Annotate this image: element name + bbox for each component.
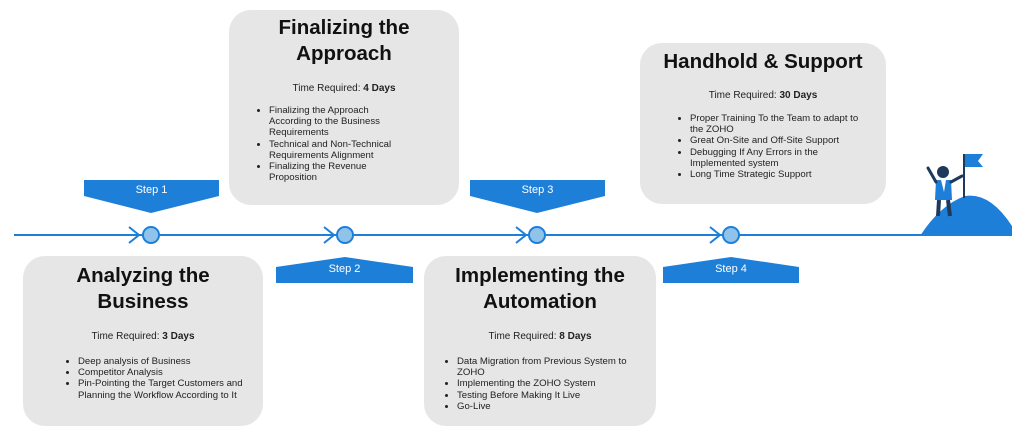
step-1-banner: Step 1 <box>84 183 219 199</box>
list-item: Testing Before Making It Live <box>437 390 656 401</box>
timeline-node-4 <box>722 226 740 244</box>
list-item: Competitor Analysis <box>58 367 263 378</box>
success-figure-icon <box>920 154 1012 236</box>
list-item: Great On-Site and Off-Site Support <box>670 135 886 146</box>
phase-card-4: Handhold & Support Time Required: 30 Day… <box>640 43 886 204</box>
step-4-banner-shape <box>663 257 799 283</box>
phase-1-list: Deep analysis of Business Competitor Ana… <box>23 356 263 401</box>
phase-card-1: Analyzing the Business Time Required: 3 … <box>23 256 263 426</box>
step-2-label: Step 2 <box>328 263 361 275</box>
chevron-right-icon <box>709 226 722 244</box>
timeline-node-1 <box>142 226 160 244</box>
list-item: Long Time Strategic Support <box>670 169 886 180</box>
step-1-label: Step 1 <box>135 184 168 196</box>
chevron-right-icon <box>515 226 528 244</box>
list-item: Implementing the ZOHO System <box>437 378 656 389</box>
chevron-right-icon <box>323 226 336 244</box>
list-item: Go-Live <box>437 401 656 412</box>
step-4-banner: Step 4 <box>663 262 799 278</box>
step-2-banner: Step 2 <box>276 262 413 278</box>
phase-2-title: Finalizing the Approach <box>278 16 410 65</box>
phase-card-3: Implementing the Automation Time Require… <box>424 256 656 426</box>
phase-3-title: Implementing the Automation <box>455 264 625 313</box>
phase-1-title: Analyzing the Business <box>76 264 210 313</box>
step-3-label: Step 3 <box>521 184 554 196</box>
phase-3-time: Time Required: 8 Days <box>488 331 592 342</box>
step-2-banner-shape <box>276 257 413 283</box>
step-4-label: Step 4 <box>715 263 747 275</box>
step-3-banner: Step 3 <box>470 183 605 199</box>
list-item: Deep analysis of Business <box>58 356 263 367</box>
phase-card-2: Finalizing the Approach Time Required: 4… <box>229 10 459 205</box>
phase-2-time: Time Required: 4 Days <box>292 83 396 94</box>
timeline-node-3 <box>528 226 546 244</box>
chevron-right-icon <box>128 226 141 244</box>
step-3-banner-shape <box>470 180 605 213</box>
phase-4-time: Time Required: 30 Days <box>708 90 818 101</box>
phase-1-time: Time Required: 3 Days <box>91 331 195 342</box>
phase-4-title: Handhold & Support <box>663 50 863 73</box>
timeline-node-2 <box>336 226 354 244</box>
step-1-banner-shape <box>84 180 219 213</box>
